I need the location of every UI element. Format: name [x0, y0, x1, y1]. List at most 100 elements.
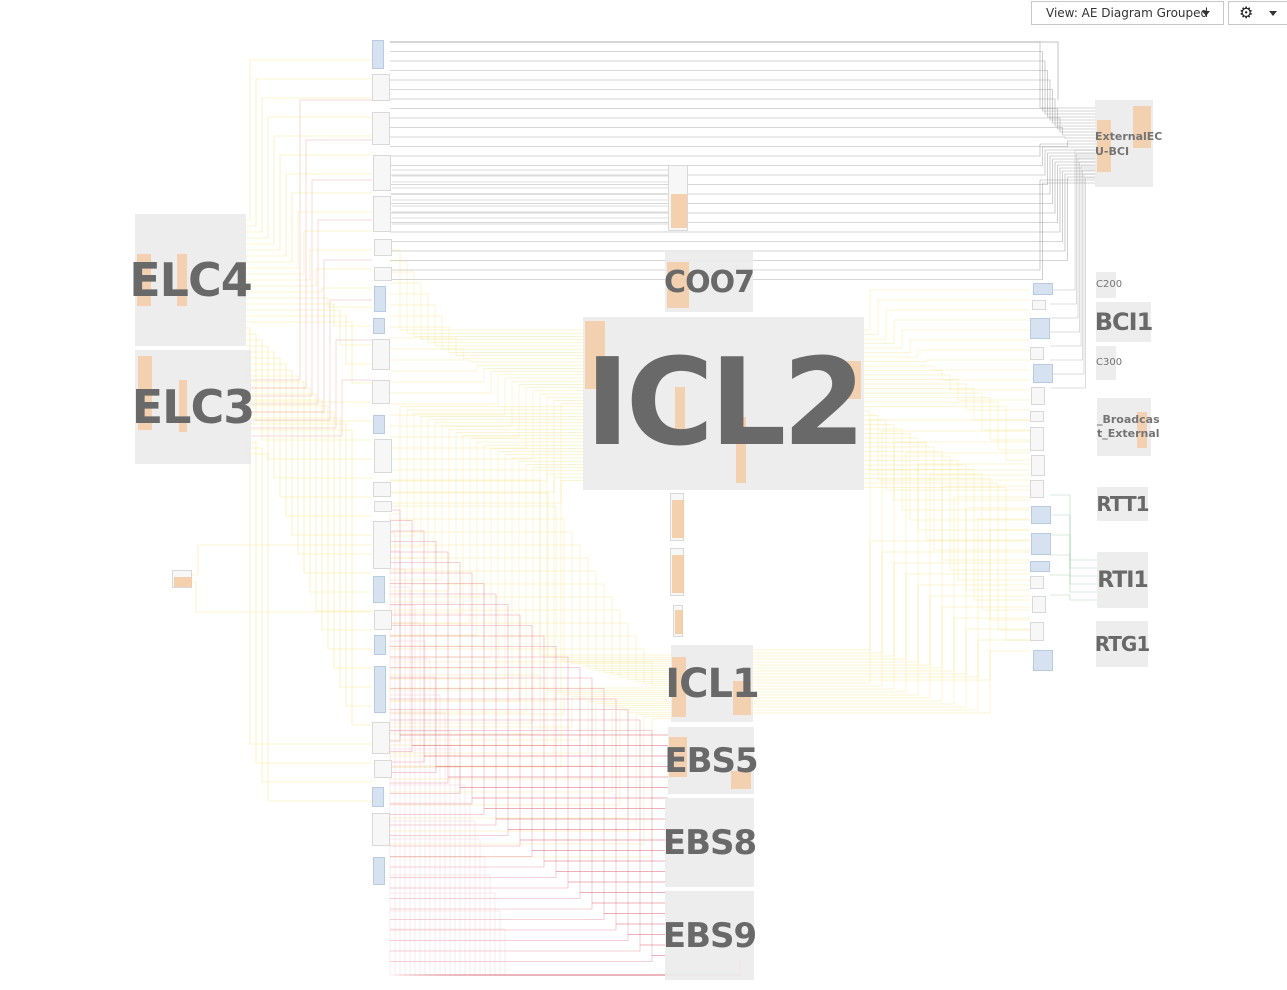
wire [251, 259, 372, 413]
wire [390, 377, 584, 416]
function-block[interactable] [1030, 411, 1044, 422]
wire [390, 435, 584, 614]
function-block[interactable] [670, 493, 684, 541]
wire [390, 687, 671, 691]
function-block[interactable] [372, 722, 390, 754]
wire [864, 442, 1030, 541]
function-block[interactable] [374, 610, 392, 630]
group-bci1[interactable]: BCI1 [1095, 302, 1153, 342]
function-block[interactable] [1030, 427, 1044, 451]
wire [390, 271, 584, 337]
wire [864, 424, 1030, 501]
function-block[interactable] [372, 813, 390, 846]
group-broadcast-external[interactable]: _Broadcas t_External [1097, 398, 1160, 456]
group-ebs9[interactable]: EBS9 [663, 891, 757, 980]
function-block[interactable] [372, 40, 384, 69]
wire [753, 474, 1030, 666]
group-coo7[interactable]: COO7 [664, 252, 755, 312]
wire [390, 161, 1097, 214]
view-select-dropdown[interactable]: View: AE Diagram Grouped [1031, 1, 1224, 25]
function-block[interactable] [374, 760, 392, 778]
function-block[interactable] [373, 521, 391, 569]
wire [864, 359, 1030, 362]
group-elc4[interactable]: ELC4 [129, 214, 253, 346]
function-block[interactable] [372, 112, 390, 145]
function-block[interactable] [1030, 347, 1044, 360]
settings-button[interactable]: ⚙ [1228, 1, 1287, 25]
function-block[interactable] [374, 267, 392, 281]
function-block[interactable] [374, 286, 386, 312]
wire [864, 406, 1030, 461]
function-block[interactable] [374, 239, 392, 256]
group-elc3[interactable]: ELC3 [132, 350, 255, 464]
function-block[interactable] [670, 548, 684, 596]
function-block[interactable] [373, 196, 391, 232]
function-block[interactable] [172, 570, 192, 588]
function-block[interactable] [373, 415, 385, 434]
wire [390, 60, 1097, 115]
function-block[interactable] [1030, 561, 1050, 572]
function-block[interactable] [373, 155, 391, 191]
wire [390, 479, 671, 656]
function-block[interactable] [372, 787, 384, 807]
wire [390, 155, 1097, 195]
function-block[interactable] [372, 339, 390, 370]
function-block[interactable] [1032, 300, 1046, 310]
wire [246, 405, 372, 650]
function-block[interactable] [1033, 364, 1053, 383]
function-block[interactable] [1031, 387, 1045, 405]
function-block[interactable] [668, 165, 688, 231]
wire [390, 380, 584, 427]
function-block[interactable] [1031, 455, 1045, 476]
group-c200[interactable]: C200 [1096, 272, 1122, 298]
wire [390, 393, 584, 471]
wire [390, 136, 1097, 139]
function-block[interactable] [374, 501, 392, 512]
function-block[interactable] [373, 576, 385, 603]
function-block[interactable] [373, 482, 391, 497]
function-block[interactable] [1030, 480, 1044, 498]
wire [390, 460, 584, 702]
group-rtt1[interactable]: RTT1 [1096, 487, 1150, 521]
wire [390, 467, 584, 724]
wire [753, 551, 1030, 687]
function-block[interactable] [374, 635, 386, 655]
group-ebs5[interactable]: EBS5 [664, 727, 759, 794]
group-rti1[interactable]: RTI1 [1097, 552, 1149, 608]
function-block[interactable] [1030, 622, 1044, 641]
function-block[interactable] [1030, 576, 1044, 589]
function-block[interactable] [1031, 506, 1051, 524]
wire [246, 297, 372, 308]
function-block[interactable] [374, 666, 386, 713]
group-c300[interactable]: C300 [1096, 346, 1122, 380]
wire [192, 544, 372, 576]
function-block[interactable] [1031, 533, 1051, 555]
function-block[interactable] [673, 605, 683, 637]
function-block[interactable] [1032, 596, 1046, 613]
wire [390, 359, 584, 363]
function-block[interactable] [374, 439, 392, 473]
wire [246, 357, 372, 498]
wire [246, 345, 372, 460]
wire [246, 339, 372, 441]
function-block[interactable] [1030, 318, 1050, 339]
wire [1050, 157, 1097, 319]
group-external-ecu-bci[interactable]: ExternalEC U-BCI [1095, 100, 1162, 187]
group-ebs8[interactable]: EBS8 [663, 798, 757, 887]
function-block[interactable] [373, 857, 385, 885]
group-icl1[interactable]: ICL1 [665, 645, 760, 722]
group-icl2[interactable]: ICL2 [583, 317, 866, 490]
group-rtg1[interactable]: RTG1 [1095, 621, 1150, 667]
wire [246, 411, 372, 669]
function-block[interactable] [372, 380, 390, 404]
wire [390, 108, 1097, 130]
function-block[interactable] [373, 318, 385, 334]
function-block[interactable] [1033, 650, 1053, 671]
wire [246, 135, 372, 245]
function-block[interactable] [1033, 283, 1053, 295]
group-label: ICL1 [665, 660, 760, 707]
function-block[interactable] [372, 74, 390, 101]
wire [390, 648, 671, 684]
